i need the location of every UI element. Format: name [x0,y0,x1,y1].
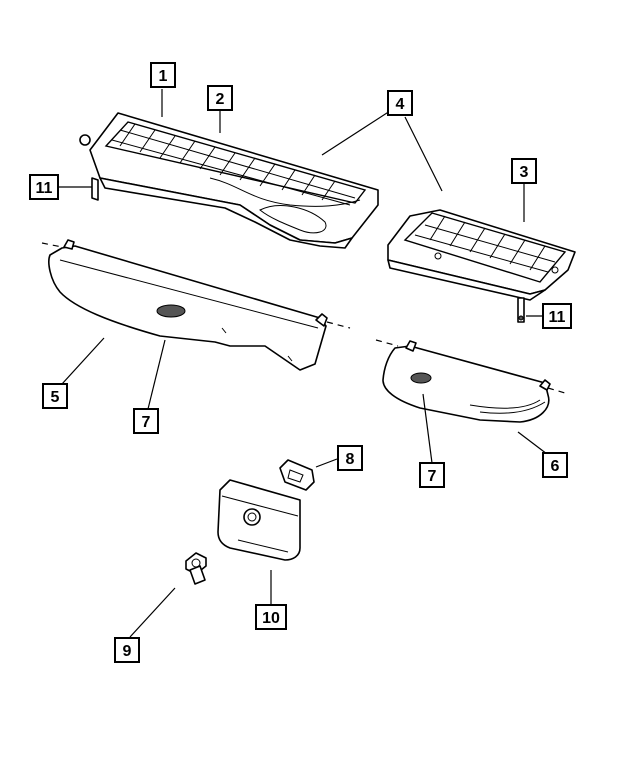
callout-label: 11 [549,309,566,326]
callout-2: 2 [207,85,233,111]
callout-7-left: 7 [133,408,159,434]
callout-7-right: 7 [419,462,445,488]
callout-label: 6 [551,458,560,475]
callout-10: 10 [255,604,287,630]
callout-11-right: 11 [542,303,572,329]
callout-label: 8 [346,451,355,468]
callout-8: 8 [337,445,363,471]
large-seat-frame [79,112,379,249]
callout-label: 1 [159,68,168,85]
small-seat-frame [387,209,576,323]
callout-label: 2 [216,91,225,108]
callout-6: 6 [542,452,568,478]
callout-label: 5 [51,389,60,406]
callout-3: 3 [511,158,537,184]
leader-lines [57,89,548,638]
callout-label: 9 [123,643,132,660]
callout-9: 9 [114,637,140,663]
bolt-part [185,552,207,585]
cover-plate-part [217,479,301,561]
callout-label: 4 [396,96,405,113]
small-cover-panel [382,340,551,423]
callout-5: 5 [42,383,68,409]
callout-4: 4 [387,90,413,116]
clip-part [279,459,315,491]
large-cover-panel [48,239,328,371]
centerlines [41,242,566,394]
callout-label: 10 [262,610,280,627]
callout-label: 11 [36,180,53,197]
callout-label: 7 [428,468,437,485]
callout-label: 3 [520,164,529,181]
callout-label: 7 [142,414,151,431]
callout-1: 1 [150,62,176,88]
callout-11-left: 11 [29,174,59,200]
